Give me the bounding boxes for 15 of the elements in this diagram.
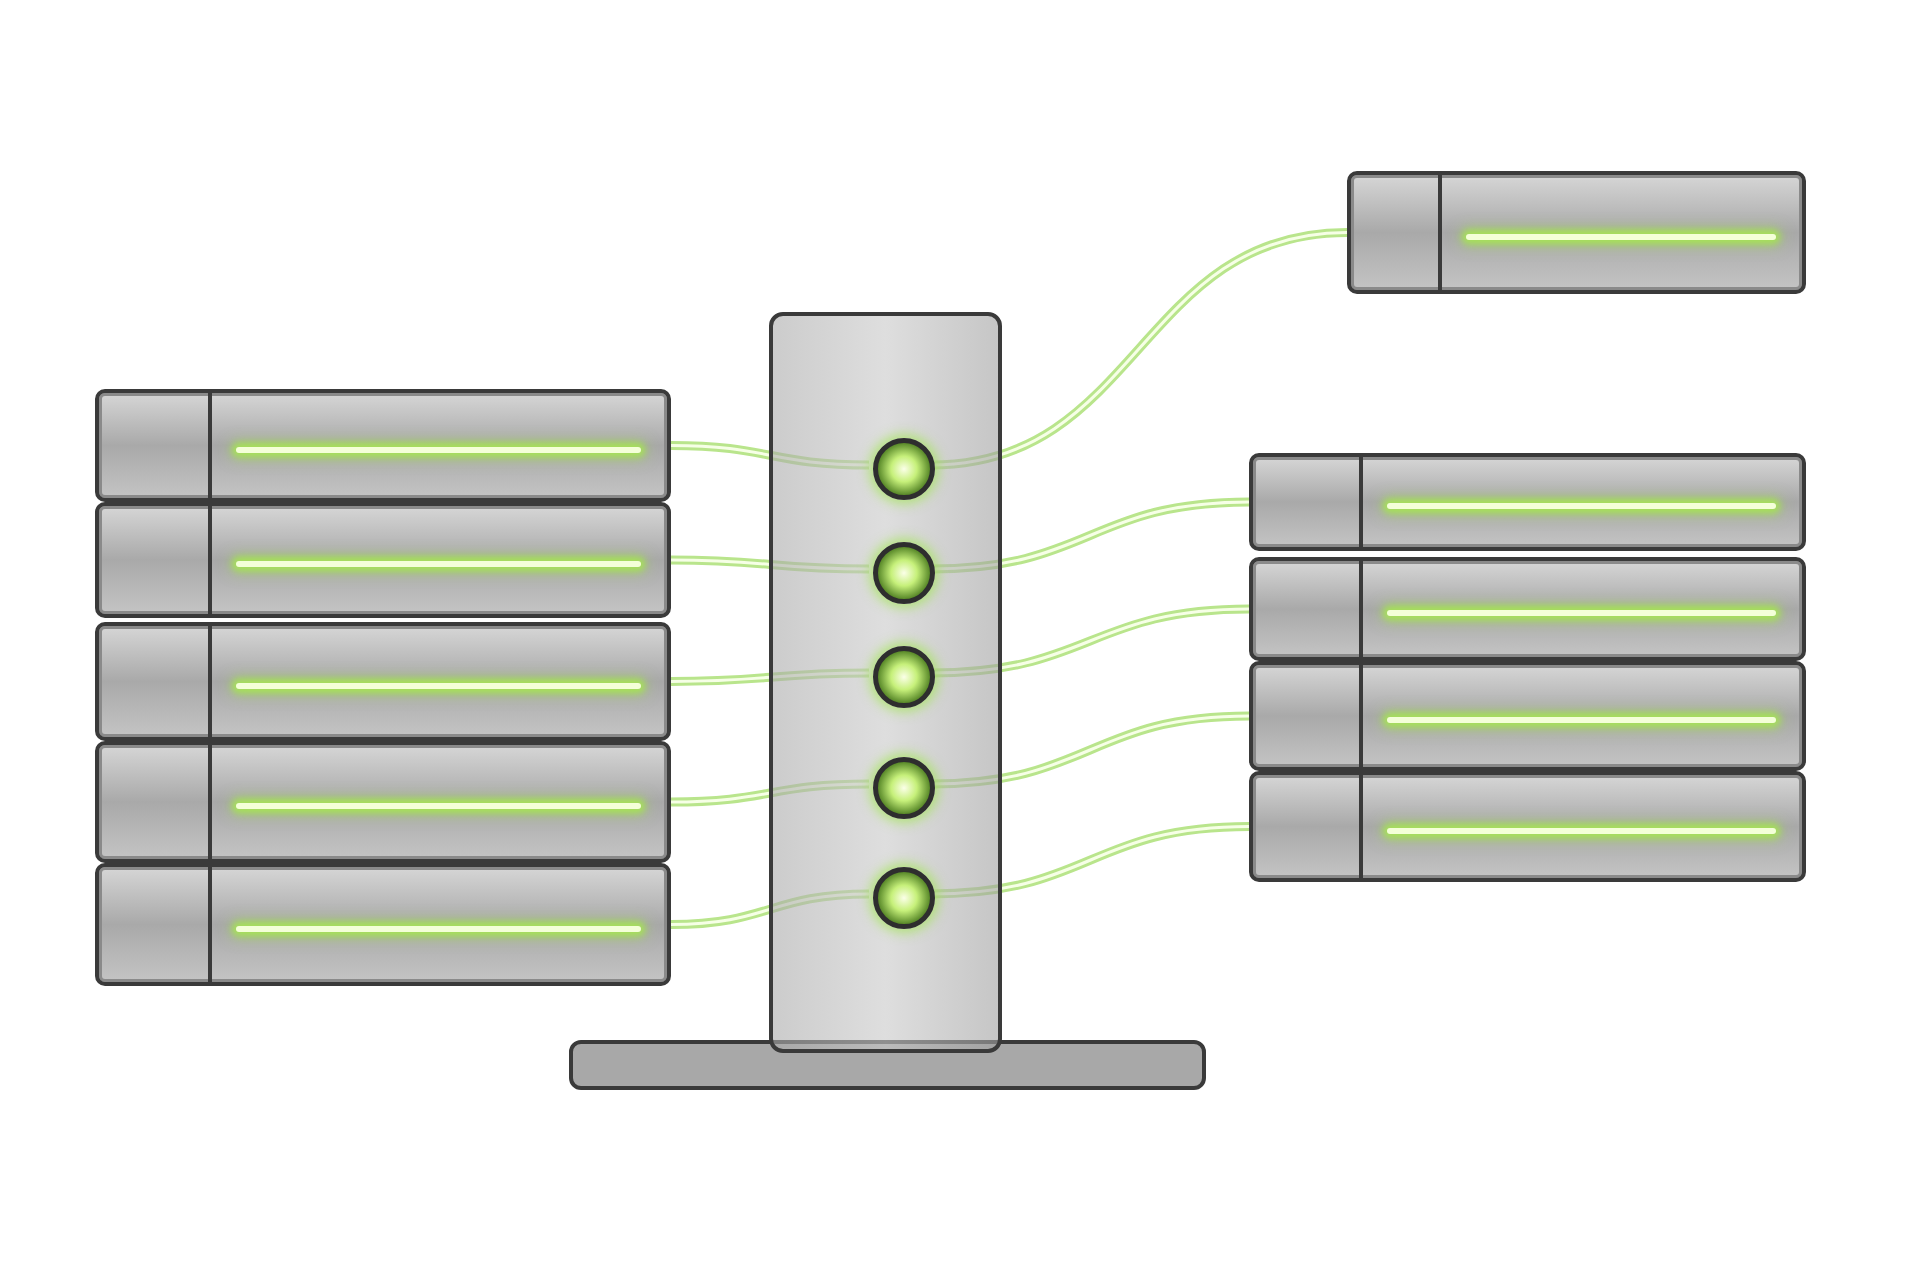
hub-panel (769, 312, 1002, 1053)
server-unit (1347, 171, 1806, 294)
server-unit (95, 622, 671, 741)
glowing-port (873, 867, 935, 929)
server-unit (1249, 557, 1806, 661)
glowing-port (873, 757, 935, 819)
glowing-port (873, 542, 935, 604)
server-unit (1249, 771, 1806, 882)
glowing-port (873, 438, 935, 500)
stand-base (569, 1040, 1206, 1090)
server-unit (95, 389, 671, 502)
server-unit (95, 502, 671, 618)
server-unit (1249, 453, 1806, 551)
server-unit (95, 863, 671, 986)
glowing-port (873, 646, 935, 708)
